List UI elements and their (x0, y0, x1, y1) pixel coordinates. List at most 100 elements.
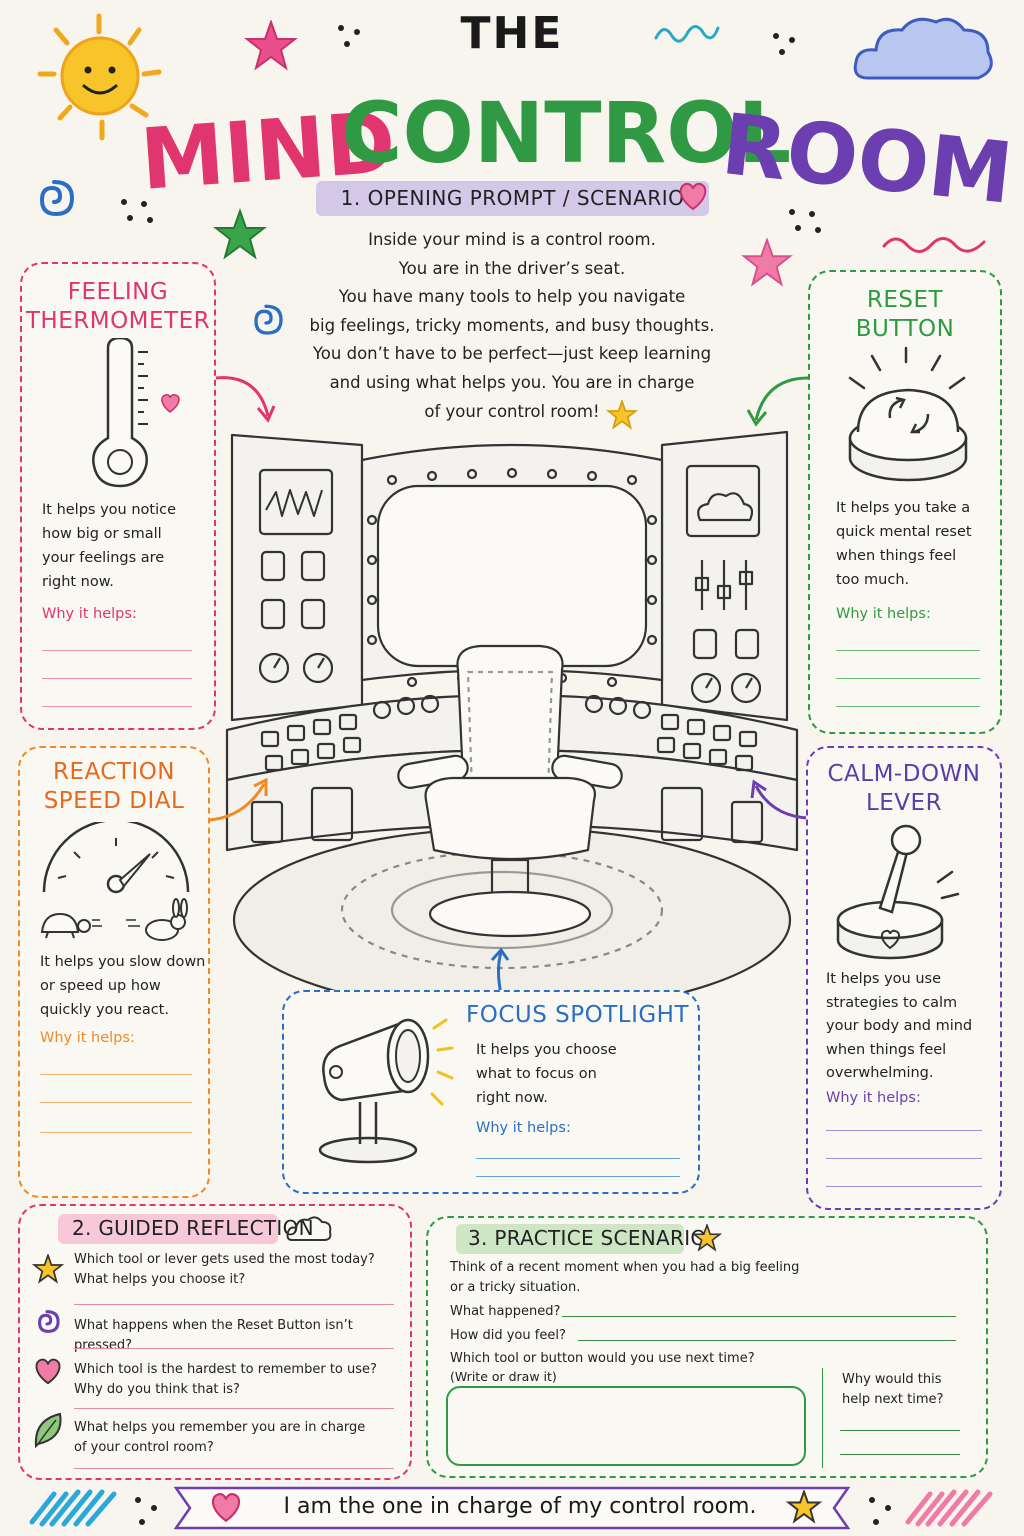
page-title: MIND CONTROL ROOM (137, 92, 1017, 223)
write-or-draw-box[interactable] (446, 1386, 806, 1466)
how-feel-line[interactable] (578, 1340, 956, 1341)
opening-line: You have many tools to help you navigate (338, 287, 686, 307)
cloud-icon (286, 1216, 332, 1241)
section-guided-reflection: 2. GUIDED REFLECTION Which tool or lever… (18, 1204, 412, 1480)
spiral-icon (254, 304, 283, 335)
joystick-lever-icon (836, 824, 960, 960)
write-line[interactable] (40, 1074, 192, 1075)
dots-decoration (773, 33, 795, 55)
why-it-helps-label: Why it helps: (826, 1090, 921, 1106)
card-description: It helps you choose what to focus on rig… (476, 1038, 617, 1110)
what-happened-label: What happened? (450, 1304, 561, 1319)
section-title: 3. PRACTICE SCENARIO (468, 1226, 707, 1250)
which-tool-label: Which tool or button would you use next … (450, 1350, 755, 1386)
star-icon (244, 20, 298, 71)
dots-decoration (135, 1497, 157, 1525)
star-icon (213, 208, 267, 260)
thermometer-icon (92, 338, 180, 488)
card-text-line: right now. (42, 574, 114, 590)
card-description: It helps you slow down or speed up how q… (40, 950, 205, 1022)
card-title-line: CALM-DOWN (827, 761, 981, 787)
card-title-line: REACTION (52, 759, 176, 785)
why-next-line-answer[interactable] (840, 1430, 960, 1431)
opening-banner (316, 181, 709, 216)
card-text-line: when things feel (826, 1041, 947, 1058)
card-title-line: FEELING (67, 279, 169, 305)
squiggle-decoration (882, 237, 986, 253)
arrow-calm (750, 779, 809, 820)
section-highlight (58, 1214, 278, 1244)
question-line: What helps you remember you are in charg… (74, 1420, 366, 1435)
write-line[interactable] (826, 1158, 982, 1159)
practice-divider (822, 1368, 823, 1468)
card-reset-button: RESET BUTTON It helps you take a quick m… (808, 270, 1002, 734)
write-line[interactable] (836, 678, 980, 679)
card-text-line: It helps you use (826, 971, 941, 987)
intro-line: Think of a recent moment when you had a … (450, 1260, 800, 1275)
why-next-line: help next time? (842, 1392, 944, 1407)
turtle-icon (40, 912, 102, 939)
card-title: RESET BUTTON (810, 286, 1000, 344)
card-text-line: It helps you notice (42, 502, 176, 518)
card-text-line: It helps you slow down (40, 954, 206, 970)
card-text-line: quick mental reset (836, 524, 972, 540)
scribble-decoration (29, 1489, 117, 1527)
star-icon (32, 1254, 64, 1284)
heart-icon (679, 182, 707, 211)
write-line[interactable] (40, 1102, 192, 1103)
star-icon (741, 238, 793, 287)
title-the: THE (460, 8, 564, 59)
arrow-thermometer (215, 376, 276, 423)
which-tool-text: Which tool or button would you use next … (450, 1351, 755, 1366)
reflection-question: Which tool is the hardest to remember to… (74, 1360, 377, 1400)
sun-icon (37, 13, 162, 141)
question-line: of your control room? (74, 1440, 214, 1455)
opening-line: big feelings, tricky moments, and busy t… (309, 315, 715, 335)
card-title-line: BUTTON (855, 316, 955, 342)
write-line[interactable] (42, 706, 192, 707)
card-title: FOCUS SPOTLIGHT (466, 1002, 690, 1028)
answer-line[interactable] (74, 1468, 394, 1469)
card-text-line: too much. (836, 572, 910, 588)
opening-paragraph: Inside your mind is a control room. You … (262, 226, 762, 426)
opening-prompt-label: 1. OPENING PROMPT / SCENARIO (340, 186, 685, 210)
answer-line[interactable] (74, 1408, 394, 1409)
question-line: What happens when the Reset Button isn’t… (74, 1318, 353, 1353)
card-title-line: SPEED DIAL (43, 788, 185, 814)
reset-button-icon (848, 346, 968, 482)
write-line[interactable] (42, 678, 192, 679)
card-text-line: strategies to calm (826, 994, 958, 1011)
why-it-helps-label: Why it helps: (836, 606, 931, 622)
write-line[interactable] (476, 1176, 680, 1177)
section-title: 2. GUIDED REFLECTION (72, 1216, 314, 1240)
card-description: It helps you use strategies to calm your… (826, 968, 972, 1086)
star-icon (786, 1490, 822, 1524)
write-line[interactable] (42, 650, 192, 651)
card-text-line: how big or small (42, 526, 162, 542)
card-title: REACTION SPEED DIAL (20, 758, 208, 816)
card-feeling-thermometer: FEELING THERMOMETER It helps you notice … (20, 262, 216, 730)
card-text-line: your body and mind (826, 1018, 973, 1034)
write-line[interactable] (826, 1186, 982, 1187)
arrow-focus (490, 947, 510, 995)
write-line[interactable] (826, 1130, 982, 1131)
dots-decoration (121, 199, 153, 223)
why-next-line-answer[interactable] (840, 1454, 960, 1455)
answer-line[interactable] (74, 1348, 394, 1349)
why-next-line: Why would this (842, 1372, 942, 1387)
title-word-room: ROOM (717, 95, 1017, 223)
answer-line[interactable] (74, 1304, 394, 1305)
reflection-question: What helps you remember you are in charg… (74, 1418, 365, 1458)
write-line[interactable] (836, 650, 980, 651)
why-it-helps-label: Why it helps: (476, 1120, 571, 1136)
write-line[interactable] (40, 1132, 192, 1133)
question-line: Why do you think that is? (74, 1382, 240, 1397)
what-happened-line[interactable] (562, 1316, 956, 1317)
reflection-question: Which tool or lever gets used the most t… (74, 1250, 375, 1290)
heart-icon (161, 394, 180, 413)
write-line[interactable] (836, 706, 980, 707)
practice-intro: Think of a recent moment when you had a … (450, 1258, 799, 1298)
heart-icon (35, 1358, 61, 1385)
card-text-line: It helps you choose (476, 1042, 617, 1058)
write-line[interactable] (476, 1158, 680, 1159)
